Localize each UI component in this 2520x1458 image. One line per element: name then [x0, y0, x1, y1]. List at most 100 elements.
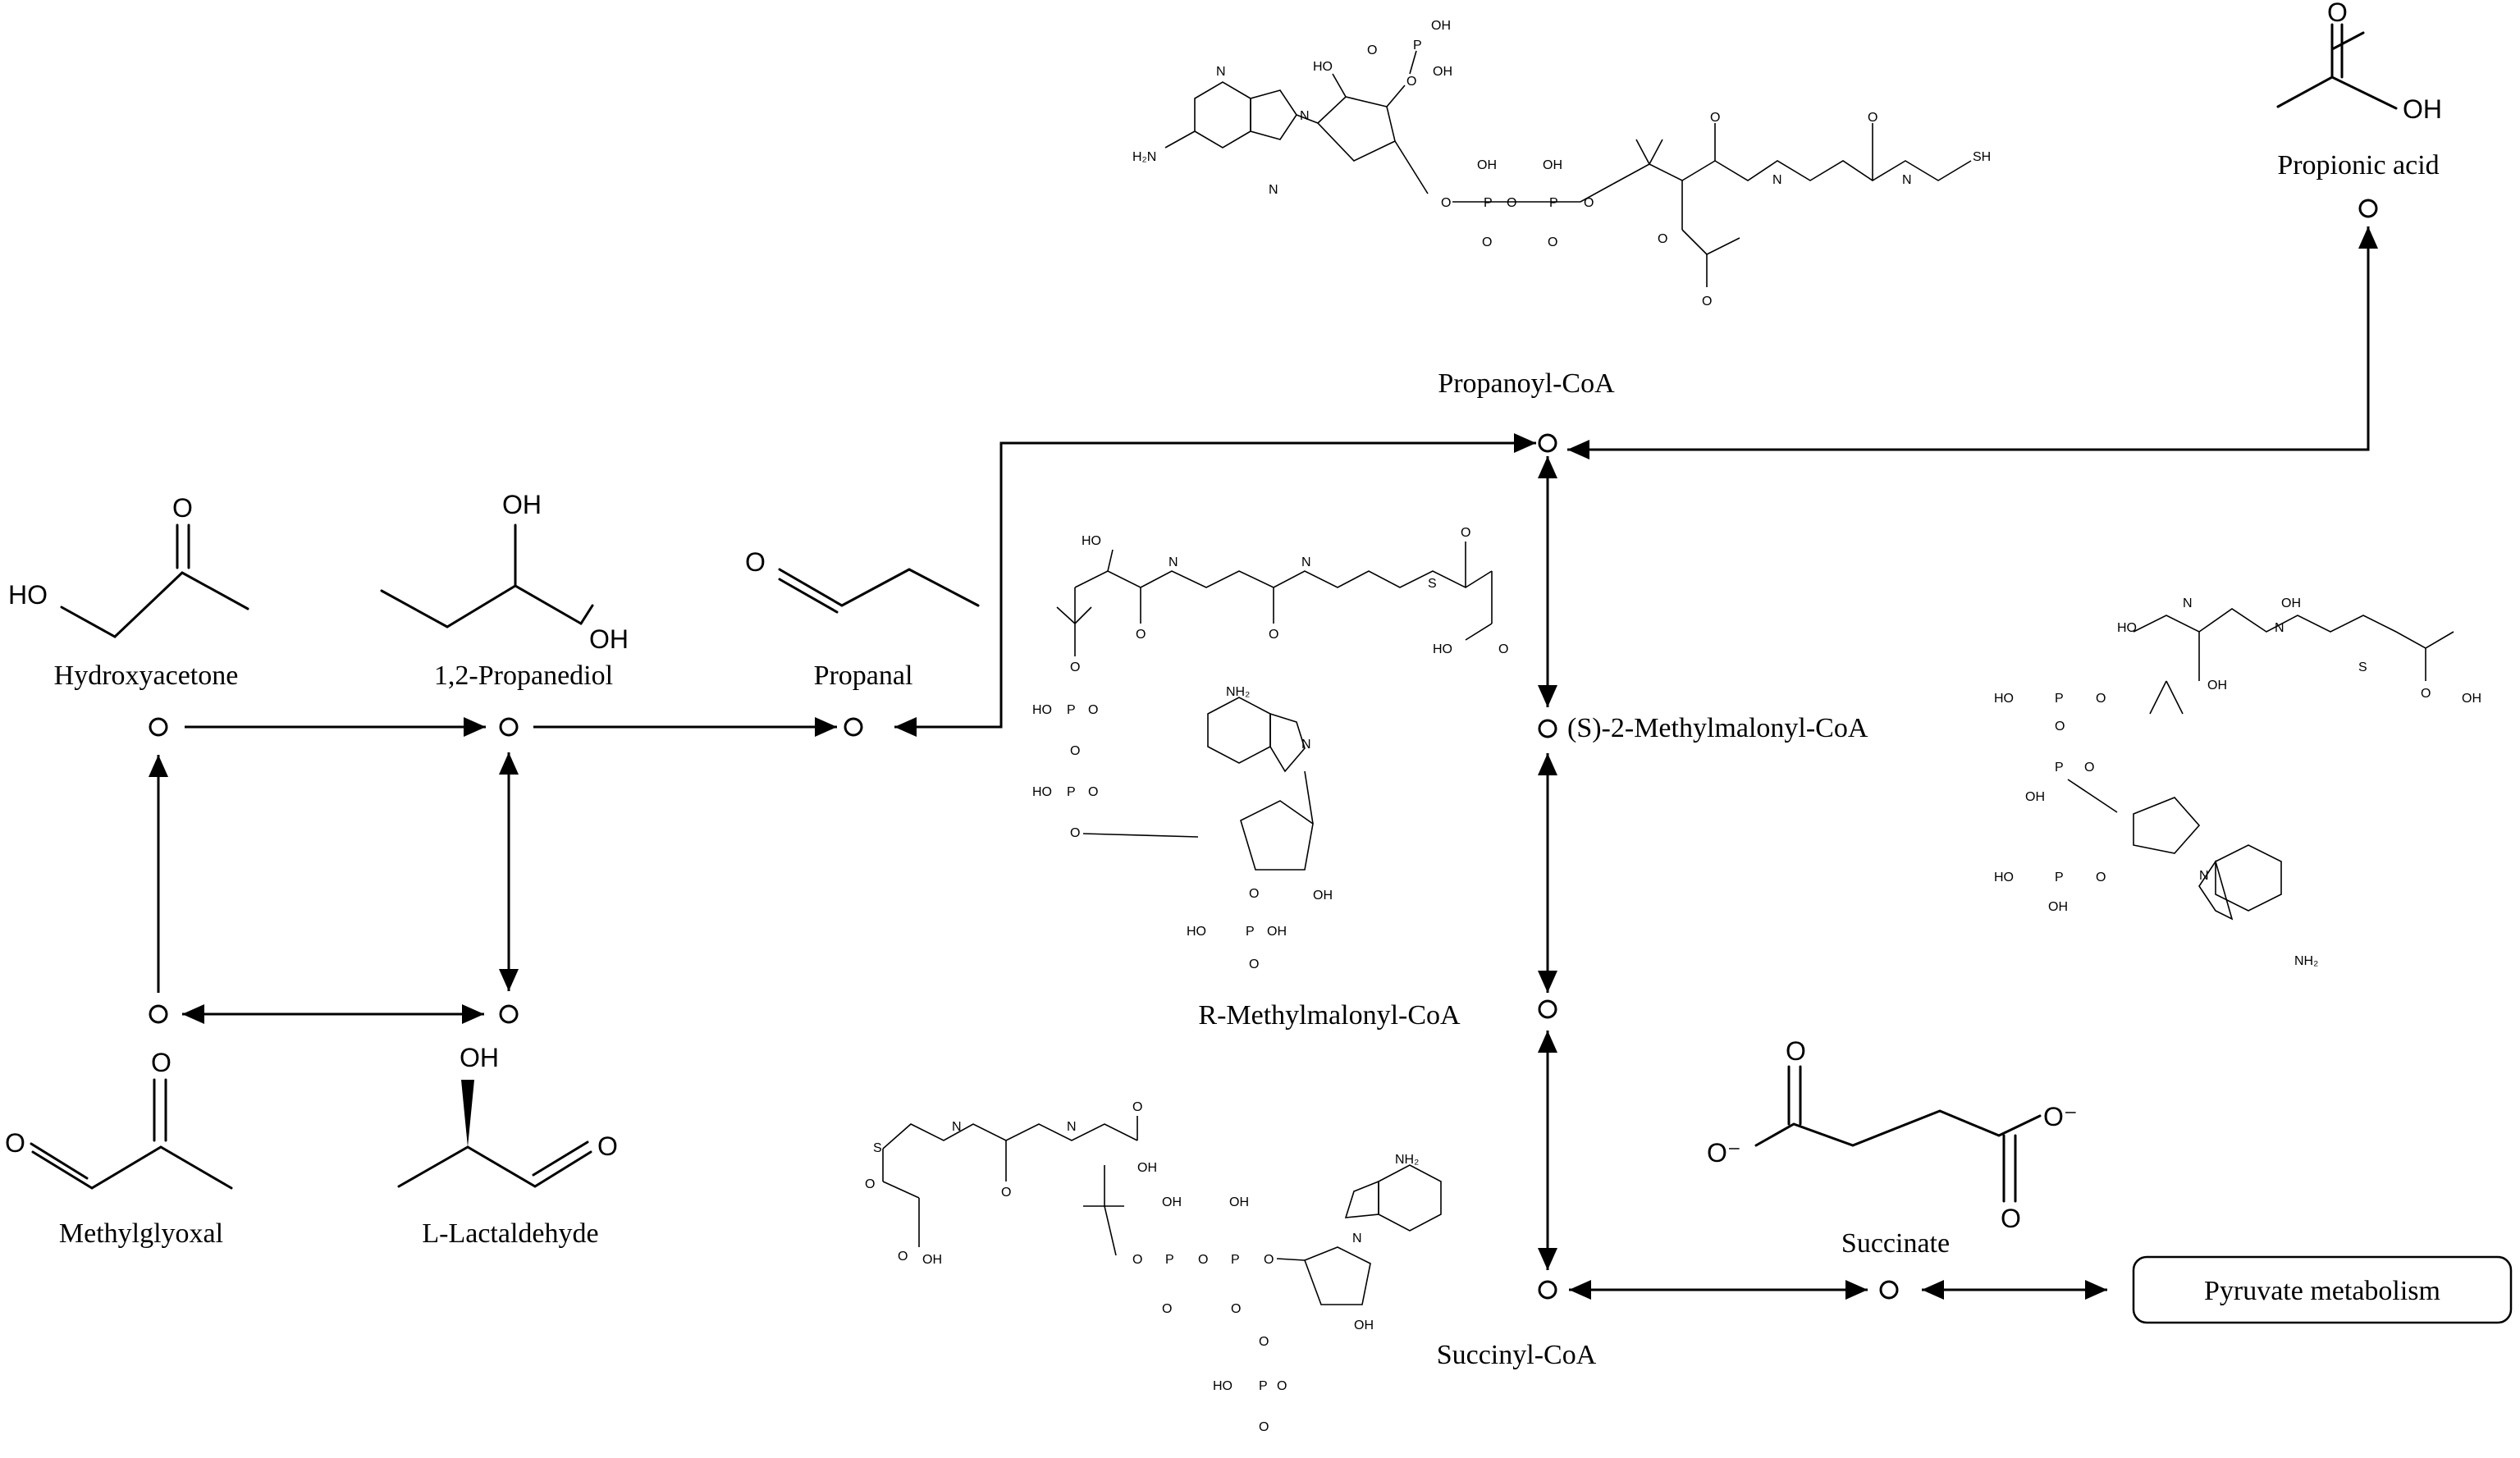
svg-text:N: N [952, 1120, 962, 1134]
svg-text:O: O [1868, 111, 1877, 125]
svg-text:P: P [1413, 39, 1422, 53]
svg-text:OH: OH [1477, 158, 1497, 172]
svg-text:O: O [2096, 871, 2106, 884]
svg-text:P: P [2055, 761, 2064, 775]
svg-text:N: N [2199, 869, 2209, 883]
structure-methylglyoxal: O O [5, 1048, 233, 1190]
svg-text:O: O [745, 547, 766, 577]
svg-text:HO: HO [1082, 534, 1101, 548]
svg-text:N: N [1269, 183, 1278, 197]
svg-text:O: O [1088, 785, 1098, 799]
svg-text:OH: OH [1313, 889, 1333, 903]
pyruvate-metabolism-label: Pyruvate metabolism [2204, 1276, 2440, 1306]
svg-text:SH: SH [1973, 150, 1991, 164]
svg-text:OH: OH [2281, 596, 2301, 610]
svg-text:OH: OH [1162, 1195, 1182, 1209]
label-hydroxyacetone: Hydroxyacetone [54, 660, 239, 691]
label-propionic-acid: Propionic acid [2277, 150, 2439, 181]
svg-text:O: O [1548, 235, 1557, 249]
svg-text:HO: HO [1032, 785, 1052, 799]
svg-text:OH: OH [2048, 900, 2068, 914]
svg-text:N: N [1352, 1232, 1362, 1245]
svg-text:N: N [1300, 109, 1310, 123]
svg-text:NH₂: NH₂ [1226, 685, 1250, 699]
node-succinyl-coa [1538, 1280, 1557, 1300]
svg-text:OH: OH [2462, 692, 2481, 706]
svg-text:O: O [2055, 720, 2065, 734]
svg-text:OH: OH [1137, 1161, 1157, 1175]
svg-text:O: O [1259, 1335, 1269, 1349]
svg-text:O: O [597, 1131, 618, 1161]
svg-text:OH: OH [1267, 925, 1287, 939]
svg-text:P: P [1067, 703, 1076, 717]
node-propanal [844, 717, 863, 737]
svg-text:H₂N: H₂N [1132, 150, 1156, 164]
svg-text:O: O [2001, 1204, 2021, 1233]
svg-text:O: O [1132, 1253, 1142, 1267]
svg-text:OH: OH [1543, 158, 1562, 172]
structure-succinate: O O⁻ O⁻ O [1707, 1036, 2078, 1233]
node-s-methylmalonyl-coa [1538, 719, 1557, 738]
svg-text:OH: OH [922, 1253, 942, 1267]
svg-text:O: O [1584, 196, 1594, 210]
svg-text:OH: OH [589, 624, 629, 654]
node-hydroxyacetone [149, 717, 168, 737]
svg-text:O: O [1070, 660, 1080, 674]
label-s-methylmalonyl-coa: (S)-2-Methylmalonyl-CoA [1567, 713, 1868, 743]
svg-text:O: O [1088, 703, 1098, 717]
structure-lactaldehyde: OH O [397, 1043, 618, 1188]
node-succinate [1879, 1280, 1899, 1300]
svg-text:O: O [1132, 1100, 1142, 1114]
structure-succinyl-coa: S N N O O OH O O OH O P OH O O P OH O O … [865, 1100, 1442, 1434]
pyruvate-metabolism-box[interactable]: Pyruvate metabolism [2132, 1255, 2513, 1324]
svg-text:OH: OH [1354, 1319, 1374, 1332]
node-r-methylmalonyl-coa [1538, 999, 1557, 1019]
svg-text:O: O [1482, 235, 1492, 249]
svg-text:O: O [1198, 1253, 1208, 1267]
svg-text:O: O [2096, 692, 2106, 706]
label-propanediol: 1,2-Propanediol [434, 660, 613, 691]
svg-text:HO: HO [8, 580, 48, 610]
svg-text:N: N [2275, 621, 2284, 635]
arrows [149, 226, 2378, 1300]
svg-text:OH: OH [2403, 94, 2442, 124]
svg-text:P: P [1259, 1379, 1268, 1393]
svg-text:N: N [1902, 173, 1912, 187]
label-succinyl-coa: Succinyl-CoA [1437, 1340, 1597, 1370]
svg-text:N: N [1067, 1120, 1077, 1134]
svg-text:O: O [1786, 1036, 1806, 1066]
svg-text:O: O [2421, 687, 2431, 701]
svg-text:O: O [1498, 642, 1508, 656]
svg-text:HO: HO [1213, 1379, 1233, 1393]
svg-text:O: O [1277, 1379, 1287, 1393]
svg-text:N: N [2183, 596, 2193, 610]
svg-text:O: O [865, 1177, 875, 1191]
svg-text:O: O [1658, 232, 1667, 246]
svg-text:S: S [1428, 577, 1437, 591]
svg-text:O: O [1710, 111, 1720, 125]
svg-text:N: N [1216, 65, 1226, 79]
svg-text:HO: HO [1994, 871, 2014, 884]
svg-text:P: P [1165, 1253, 1174, 1267]
svg-text:O: O [1269, 628, 1278, 642]
label-propanoyl-coa: Propanoyl-CoA [1438, 368, 1615, 399]
svg-text:OH: OH [2207, 679, 2227, 692]
svg-text:OH: OH [2025, 790, 2045, 804]
svg-text:P: P [1246, 925, 1255, 939]
arrow-propanoylcoa-propanal [894, 433, 1536, 737]
svg-text:OH: OH [502, 490, 542, 519]
arrow-propanoylcoa-propionic [1567, 226, 2378, 459]
svg-text:OH: OH [460, 1043, 499, 1072]
structure-hydroxyacetone: HO O [8, 493, 249, 638]
compound-labels: Hydroxyacetone 1,2-Propanediol Propanal … [54, 150, 2440, 1370]
node-propionic-acid [2358, 199, 2378, 218]
svg-text:O: O [1001, 1186, 1011, 1200]
svg-text:P: P [1067, 785, 1076, 799]
node-methylglyoxal [149, 1004, 168, 1024]
svg-text:OH: OH [1433, 65, 1452, 79]
svg-text:OH: OH [1229, 1195, 1249, 1209]
label-propanal: Propanal [814, 660, 913, 691]
svg-text:O: O [1070, 744, 1080, 758]
svg-text:O: O [1259, 1420, 1269, 1434]
